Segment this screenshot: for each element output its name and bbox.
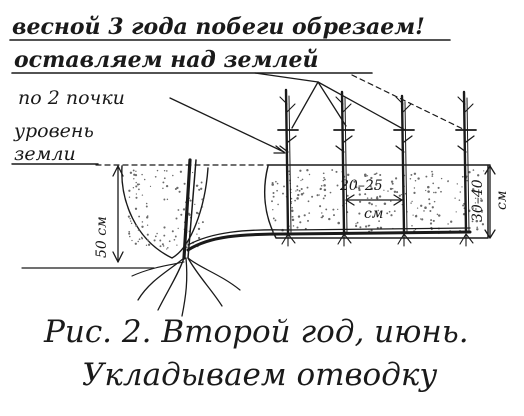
dimension-left-depth: 50 см <box>21 165 155 269</box>
label-depth-50: 50 см <box>94 216 110 258</box>
label-spacing-value: 20–25 <box>339 178 383 194</box>
note-two-buds: по 2 почки <box>18 87 125 109</box>
note-prune-shoots: весной 3 года побеги обрезаем! <box>12 14 425 40</box>
label-depth-30-40: 30–40 <box>470 179 486 222</box>
dimension-spacing: 20–25 см <box>339 178 403 222</box>
layered-shoot <box>186 227 472 252</box>
dimension-right-depth: 30–40 см <box>470 165 510 239</box>
shoot-1 <box>277 88 299 247</box>
note-leave-above-ground: оставляем над землей <box>14 47 319 73</box>
planting-pit <box>121 165 209 259</box>
label-spacing-unit: см <box>364 206 383 222</box>
trench <box>263 165 489 239</box>
label-depth-unit: см <box>494 191 510 210</box>
note-ground-level-2: земли <box>14 143 76 165</box>
new-shoots <box>277 88 477 247</box>
note-ground-level-1: уровень <box>13 120 94 142</box>
shoot-3 <box>393 94 415 247</box>
figure-caption-line-2: Укладываем отводку <box>82 357 437 393</box>
figure-caption-line-1: Рис. 2. Второй год, июнь. <box>43 314 469 350</box>
shoot-2 <box>333 90 355 247</box>
mother-plant <box>131 158 241 317</box>
shoot-4 <box>455 90 477 247</box>
leader-arrows <box>169 72 466 154</box>
